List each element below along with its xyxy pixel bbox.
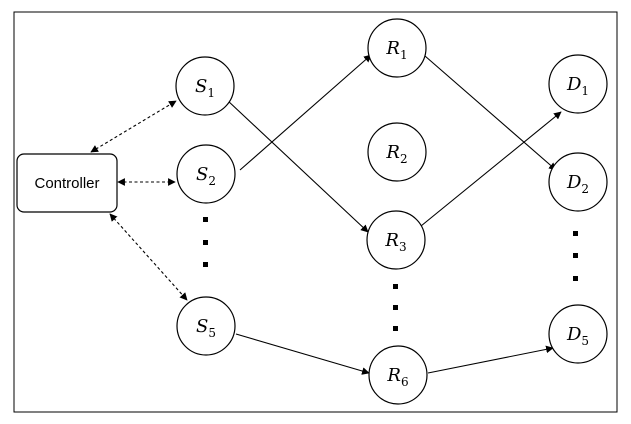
control-link-s5 [109, 213, 188, 301]
node-s2-base: S [196, 164, 208, 185]
link-r6-d5 [427, 345, 554, 374]
node-d2: D2 [548, 152, 608, 212]
node-r1: R1 [367, 18, 427, 78]
node-s5: S5 [176, 296, 236, 356]
node-s5-base: S [196, 316, 208, 337]
svg-text:S5: S5 [196, 316, 216, 340]
node-r6: R6 [368, 345, 428, 405]
svg-text:S1: S1 [195, 76, 215, 100]
node-s1-base: S [195, 76, 207, 97]
svg-text:D5: D5 [566, 324, 589, 348]
node-s1: S1 [175, 56, 235, 116]
svg-text:D1: D1 [566, 74, 589, 98]
link-r3-d1 [420, 111, 562, 227]
node-r6-sub: 6 [401, 375, 409, 389]
node-s2: S2 [176, 144, 236, 204]
node-r3-base: R [384, 230, 399, 251]
link-s1-r3 [226, 99, 369, 233]
node-d5-sub: 5 [581, 334, 589, 348]
node-d2-sub: 2 [581, 182, 589, 196]
destinations-ellipsis [573, 231, 578, 281]
node-r6-base: R [386, 365, 401, 386]
control-link-s1 [90, 100, 177, 153]
diagram-frame [13, 11, 618, 413]
relays-ellipsis [393, 284, 398, 331]
node-r3-sub: 3 [399, 240, 407, 254]
node-r1-base: R [385, 38, 400, 59]
svg-text:S2: S2 [196, 164, 216, 188]
node-d1-sub: 1 [581, 84, 589, 98]
node-r3: R3 [366, 210, 426, 270]
node-d1: D1 [548, 54, 608, 114]
node-s1-sub: 1 [207, 86, 215, 100]
node-r2: R2 [367, 122, 427, 182]
node-d1-base: D [566, 74, 582, 95]
node-r1-sub: 1 [400, 48, 408, 62]
node-r2-sub: 2 [400, 152, 408, 166]
node-d5-base: D [566, 324, 582, 345]
link-r1-d2 [424, 55, 557, 171]
svg-text:R1: R1 [385, 38, 407, 62]
node-s2-sub: 2 [208, 174, 216, 188]
node-d2-base: D [566, 172, 582, 193]
node-r2-base: R [385, 142, 400, 163]
svg-text:R6: R6 [386, 365, 408, 389]
node-d5: D5 [548, 304, 608, 364]
sources-ellipsis [203, 217, 208, 267]
link-s5-r6 [235, 333, 370, 375]
svg-text:R3: R3 [384, 230, 406, 254]
svg-text:D2: D2 [566, 172, 589, 196]
node-s5-sub: 5 [208, 326, 216, 340]
link-s2-r1 [239, 54, 372, 171]
controller-node: Controller [16, 153, 118, 213]
controller-label: Controller [34, 175, 99, 192]
svg-text:R2: R2 [385, 142, 407, 166]
